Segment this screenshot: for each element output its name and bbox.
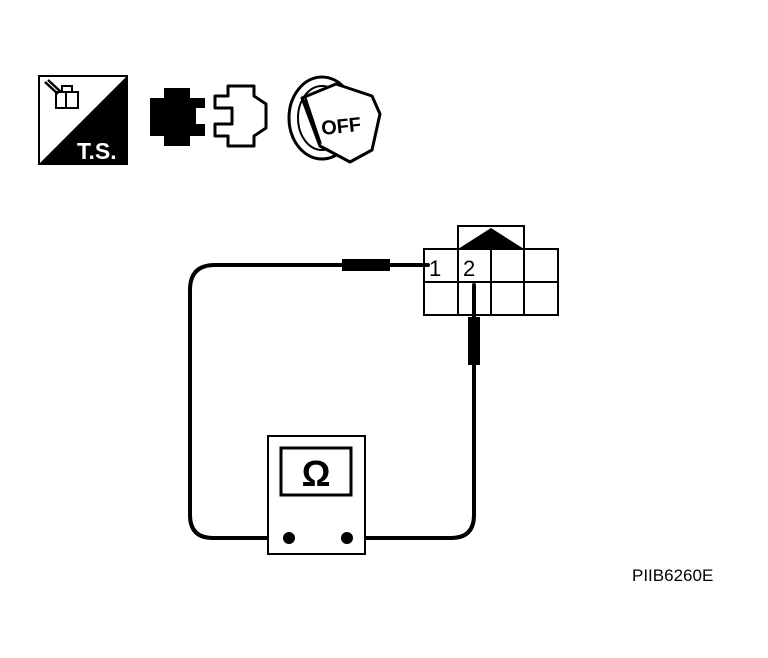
test-leads — [188, 259, 480, 540]
ohm-symbol: Ω — [302, 453, 331, 494]
probe-pin-2 — [468, 317, 480, 365]
off-label: OFF — [320, 114, 362, 140]
lead-pin-2 — [348, 283, 476, 540]
connector-disconnect-icon — [150, 84, 268, 148]
meter-terminal-left — [283, 532, 295, 544]
ts-label: T.S. — [77, 138, 117, 164]
pin-2-label: 2 — [463, 256, 475, 281]
ohmmeter: Ω — [267, 435, 366, 555]
ts-icon: T.S. — [38, 75, 128, 165]
probe-pin-1 — [342, 259, 390, 271]
pin-1-label: 1 — [429, 256, 441, 281]
meter-terminal-right — [341, 532, 353, 544]
connector-lock-tab — [458, 228, 524, 249]
harness-connector: 1 2 — [423, 225, 559, 316]
lead-pin-1 — [188, 263, 430, 540]
figure-code: PIIB6260E — [632, 566, 714, 585]
ignition-off-icon: OFF — [287, 75, 382, 164]
